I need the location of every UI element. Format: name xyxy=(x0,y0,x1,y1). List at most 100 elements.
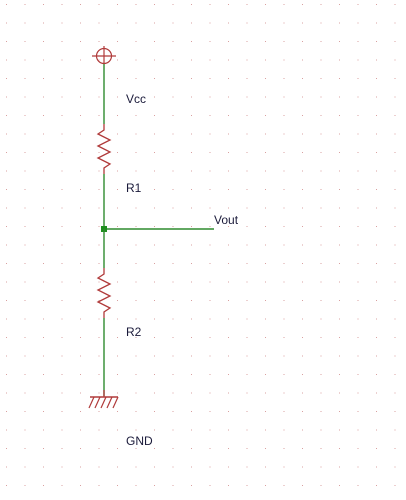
grid-dot xyxy=(376,152,377,153)
grid-dot xyxy=(154,41,155,42)
grid-dot xyxy=(376,263,377,264)
grid-dot xyxy=(394,133,396,135)
resistor-r2[interactable] xyxy=(96,268,112,318)
grid-dot xyxy=(320,189,322,190)
grid-dot xyxy=(80,133,81,135)
grid-dot xyxy=(209,59,211,61)
grid-dot xyxy=(228,448,229,449)
grid-dot xyxy=(191,207,192,209)
grid-dot xyxy=(135,355,137,357)
grid-dot xyxy=(24,244,26,246)
grid-dot xyxy=(154,59,155,61)
grid-dot xyxy=(320,337,322,338)
grid-dot xyxy=(302,337,303,338)
grid-dot xyxy=(376,226,377,227)
grid-dot xyxy=(394,78,396,79)
grid-dot xyxy=(154,392,155,394)
grid-dot xyxy=(154,263,155,264)
grid-dot xyxy=(98,115,100,116)
grid-dot xyxy=(98,374,100,375)
grid-dot xyxy=(265,411,266,412)
grid-dot xyxy=(302,59,303,61)
grid-dot xyxy=(246,318,248,320)
grid-dot xyxy=(6,22,7,24)
grid-dot xyxy=(24,263,26,264)
grid-dot xyxy=(357,318,359,320)
grid-dot xyxy=(172,318,174,320)
grid-dot xyxy=(265,189,266,190)
grid-dot xyxy=(117,411,118,412)
grid-dot xyxy=(209,411,211,412)
resistor-r1[interactable] xyxy=(96,124,112,174)
grid-dot xyxy=(154,207,155,209)
grid-dot xyxy=(246,392,248,394)
grid-dot xyxy=(135,318,137,320)
grid-dot xyxy=(6,152,7,153)
grid-dot xyxy=(246,96,248,98)
grid-dot xyxy=(172,41,174,42)
grid-dot xyxy=(246,374,248,375)
grid-dot xyxy=(24,392,26,394)
grid-dot xyxy=(24,189,26,190)
grid-dot xyxy=(24,337,26,338)
grid-dot xyxy=(302,318,303,320)
grid-dot xyxy=(320,263,322,264)
grid-dot xyxy=(209,207,211,209)
grid-dot xyxy=(98,485,100,486)
grid-dot xyxy=(265,115,266,116)
grid-dot xyxy=(339,429,340,431)
grid-dot xyxy=(209,429,211,431)
grid-dot xyxy=(339,59,340,61)
grid-dot xyxy=(394,115,396,116)
grid-dot xyxy=(98,411,100,412)
grid-dot xyxy=(80,263,81,264)
grid-dot xyxy=(265,392,266,394)
grid-dot xyxy=(209,115,211,116)
grid-dot xyxy=(246,78,248,79)
grid-dot xyxy=(320,133,322,135)
vcc-power-symbol[interactable] xyxy=(92,46,116,65)
grid-dot xyxy=(6,485,7,486)
grid-dot xyxy=(135,374,137,375)
grid-dot xyxy=(98,78,100,79)
grid-dot xyxy=(320,281,322,283)
grid-dot xyxy=(80,78,81,79)
grid-dot xyxy=(154,96,155,98)
ground-symbol[interactable] xyxy=(88,390,119,409)
grid-dot xyxy=(172,170,174,172)
grid-dot xyxy=(265,78,266,79)
grid-dot xyxy=(320,78,322,79)
grid-dot xyxy=(339,115,340,116)
grid-dot xyxy=(135,189,137,190)
grid-dot xyxy=(135,59,137,61)
grid-dot xyxy=(228,4,229,5)
grid-dot xyxy=(191,466,192,468)
grid-dot xyxy=(80,115,81,116)
grid-dot xyxy=(339,226,340,227)
grid-dot xyxy=(320,485,322,486)
grid-dot xyxy=(43,22,44,24)
grid-dot xyxy=(228,429,229,431)
grid-dot xyxy=(357,466,359,468)
grid-dot xyxy=(98,59,100,61)
grid-dot xyxy=(283,374,285,375)
label-r2: R2 xyxy=(126,325,142,339)
grid-dot xyxy=(209,170,211,172)
grid-dot xyxy=(172,448,174,449)
grid-dot xyxy=(43,318,44,320)
grid-dot xyxy=(302,281,303,283)
grid-dot xyxy=(43,466,44,468)
grid-dot xyxy=(117,281,118,283)
grid-dot xyxy=(265,59,266,61)
grid-dot xyxy=(61,263,63,264)
grid-dot xyxy=(172,337,174,338)
grid-dot xyxy=(302,263,303,264)
grid-dot xyxy=(283,448,285,449)
grid-dot xyxy=(339,96,340,98)
grid-dot xyxy=(302,115,303,116)
grid-dot xyxy=(24,115,26,116)
grid-dot xyxy=(43,411,44,412)
grid-dot xyxy=(24,96,26,98)
grid-dot xyxy=(6,374,7,375)
grid-dot xyxy=(172,300,174,301)
